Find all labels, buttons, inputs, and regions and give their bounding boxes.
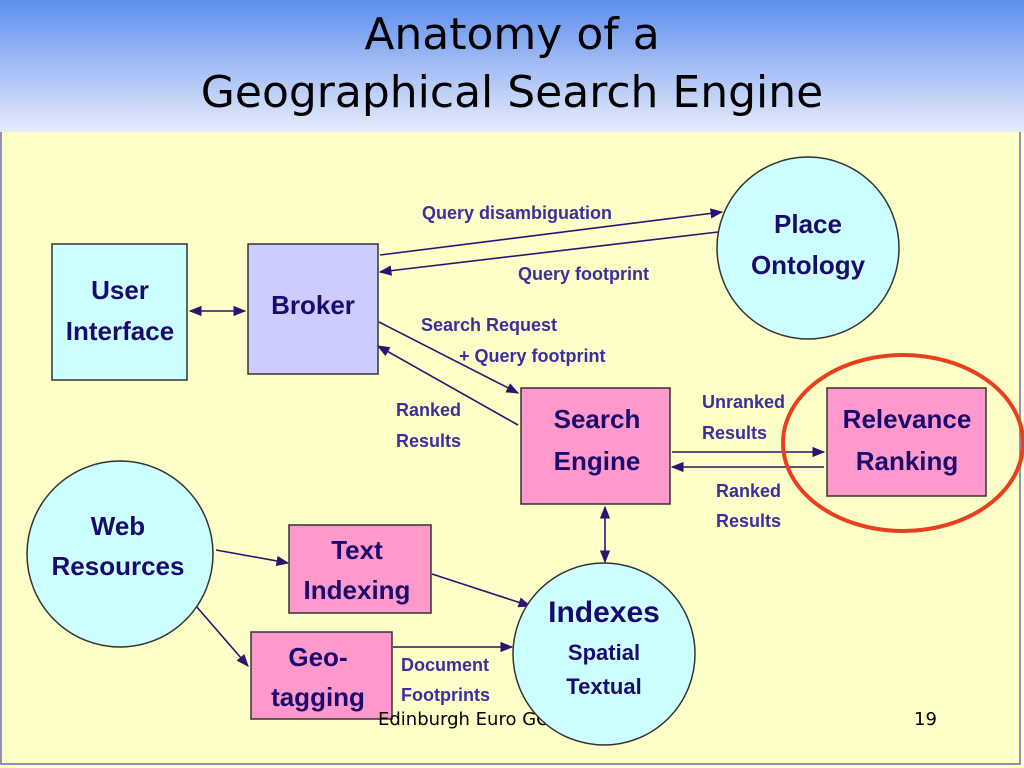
text-indexing-line-1: Text [331, 535, 383, 565]
label-document-footprints-line-2: Footprints [401, 685, 490, 705]
relevance-ranking-line-2: Ranking [856, 446, 959, 476]
indexes-item-spatial: Spatial [568, 640, 640, 665]
label-document-footprints-line-1: Document [401, 655, 489, 675]
user-interface-line-1: User [91, 275, 149, 305]
title-line-1: Anatomy of a [364, 9, 660, 60]
indexes-item-textual: Textual [566, 674, 641, 699]
node-text-indexing: Text Indexing [288, 524, 432, 614]
arrow-query-disambiguation [379, 208, 724, 256]
arrow-web-geo [195, 605, 249, 667]
node-geo-tagging: Geo- tagging [250, 631, 393, 720]
node-place-ontology: Place Ontology [716, 156, 900, 340]
title-line-2: Geographical Search Engine [200, 67, 824, 118]
search-engine-line-1: Search [554, 404, 641, 434]
geo-tagging-line-2: tagging [271, 682, 365, 712]
broker-label: Broker [271, 290, 355, 320]
node-user-interface: User Interface [51, 243, 188, 381]
node-indexes: Indexes Spatial Textual [512, 562, 696, 746]
place-ontology-line-1: Place [774, 209, 842, 239]
arrow-web-text [215, 549, 290, 566]
label-query-footprint: Query footprint [518, 264, 649, 284]
text-indexing-line-2: Indexing [304, 575, 411, 605]
label-ranked-results-right-line-2: Results [716, 511, 781, 531]
label-unranked-results-line-2: Results [702, 423, 767, 443]
web-resources-line-2: Resources [52, 551, 185, 581]
user-interface-line-2: Interface [66, 316, 174, 346]
arrow-ranked-results-left [376, 345, 519, 426]
node-search-engine: Search Engine [520, 387, 671, 505]
relevance-ranking-line-1: Relevance [843, 404, 972, 434]
geo-tagging-line-1: Geo- [288, 642, 347, 672]
search-engine-line-2: Engine [554, 446, 641, 476]
page-number: 19 [914, 709, 937, 730]
arrow-search-request [378, 321, 520, 394]
slide-title: Anatomy of a Geographical Search Engine [0, 6, 1024, 122]
label-ranked-results-right-line-1: Ranked [716, 481, 781, 501]
label-search-request-line-1: Search Request [421, 315, 557, 335]
title-banner [0, 0, 1024, 132]
arrow-text-indexes [431, 573, 532, 608]
label-ranked-results-left-line-1: Ranked [396, 400, 461, 420]
arrow-query-footprint [378, 231, 719, 276]
label-query-disambiguation: Query disambiguation [422, 203, 612, 223]
footer-text: Edinburgh Euro GO [378, 709, 550, 730]
web-resources-line-1: Web [91, 511, 145, 541]
label-unranked-results-line-1: Unranked [702, 392, 785, 412]
highlight-circle [781, 353, 1024, 533]
indexes-title: Indexes [548, 596, 660, 629]
content-frame [0, 132, 1021, 765]
node-broker: Broker [247, 243, 379, 375]
place-ontology-line-2: Ontology [751, 250, 866, 280]
label-search-request-line-2: + Query footprint [459, 346, 606, 366]
node-relevance-ranking: Relevance Ranking [826, 387, 987, 497]
node-web-resources: Web Resources [26, 460, 214, 648]
label-ranked-results-left-line-2: Results [396, 431, 461, 451]
